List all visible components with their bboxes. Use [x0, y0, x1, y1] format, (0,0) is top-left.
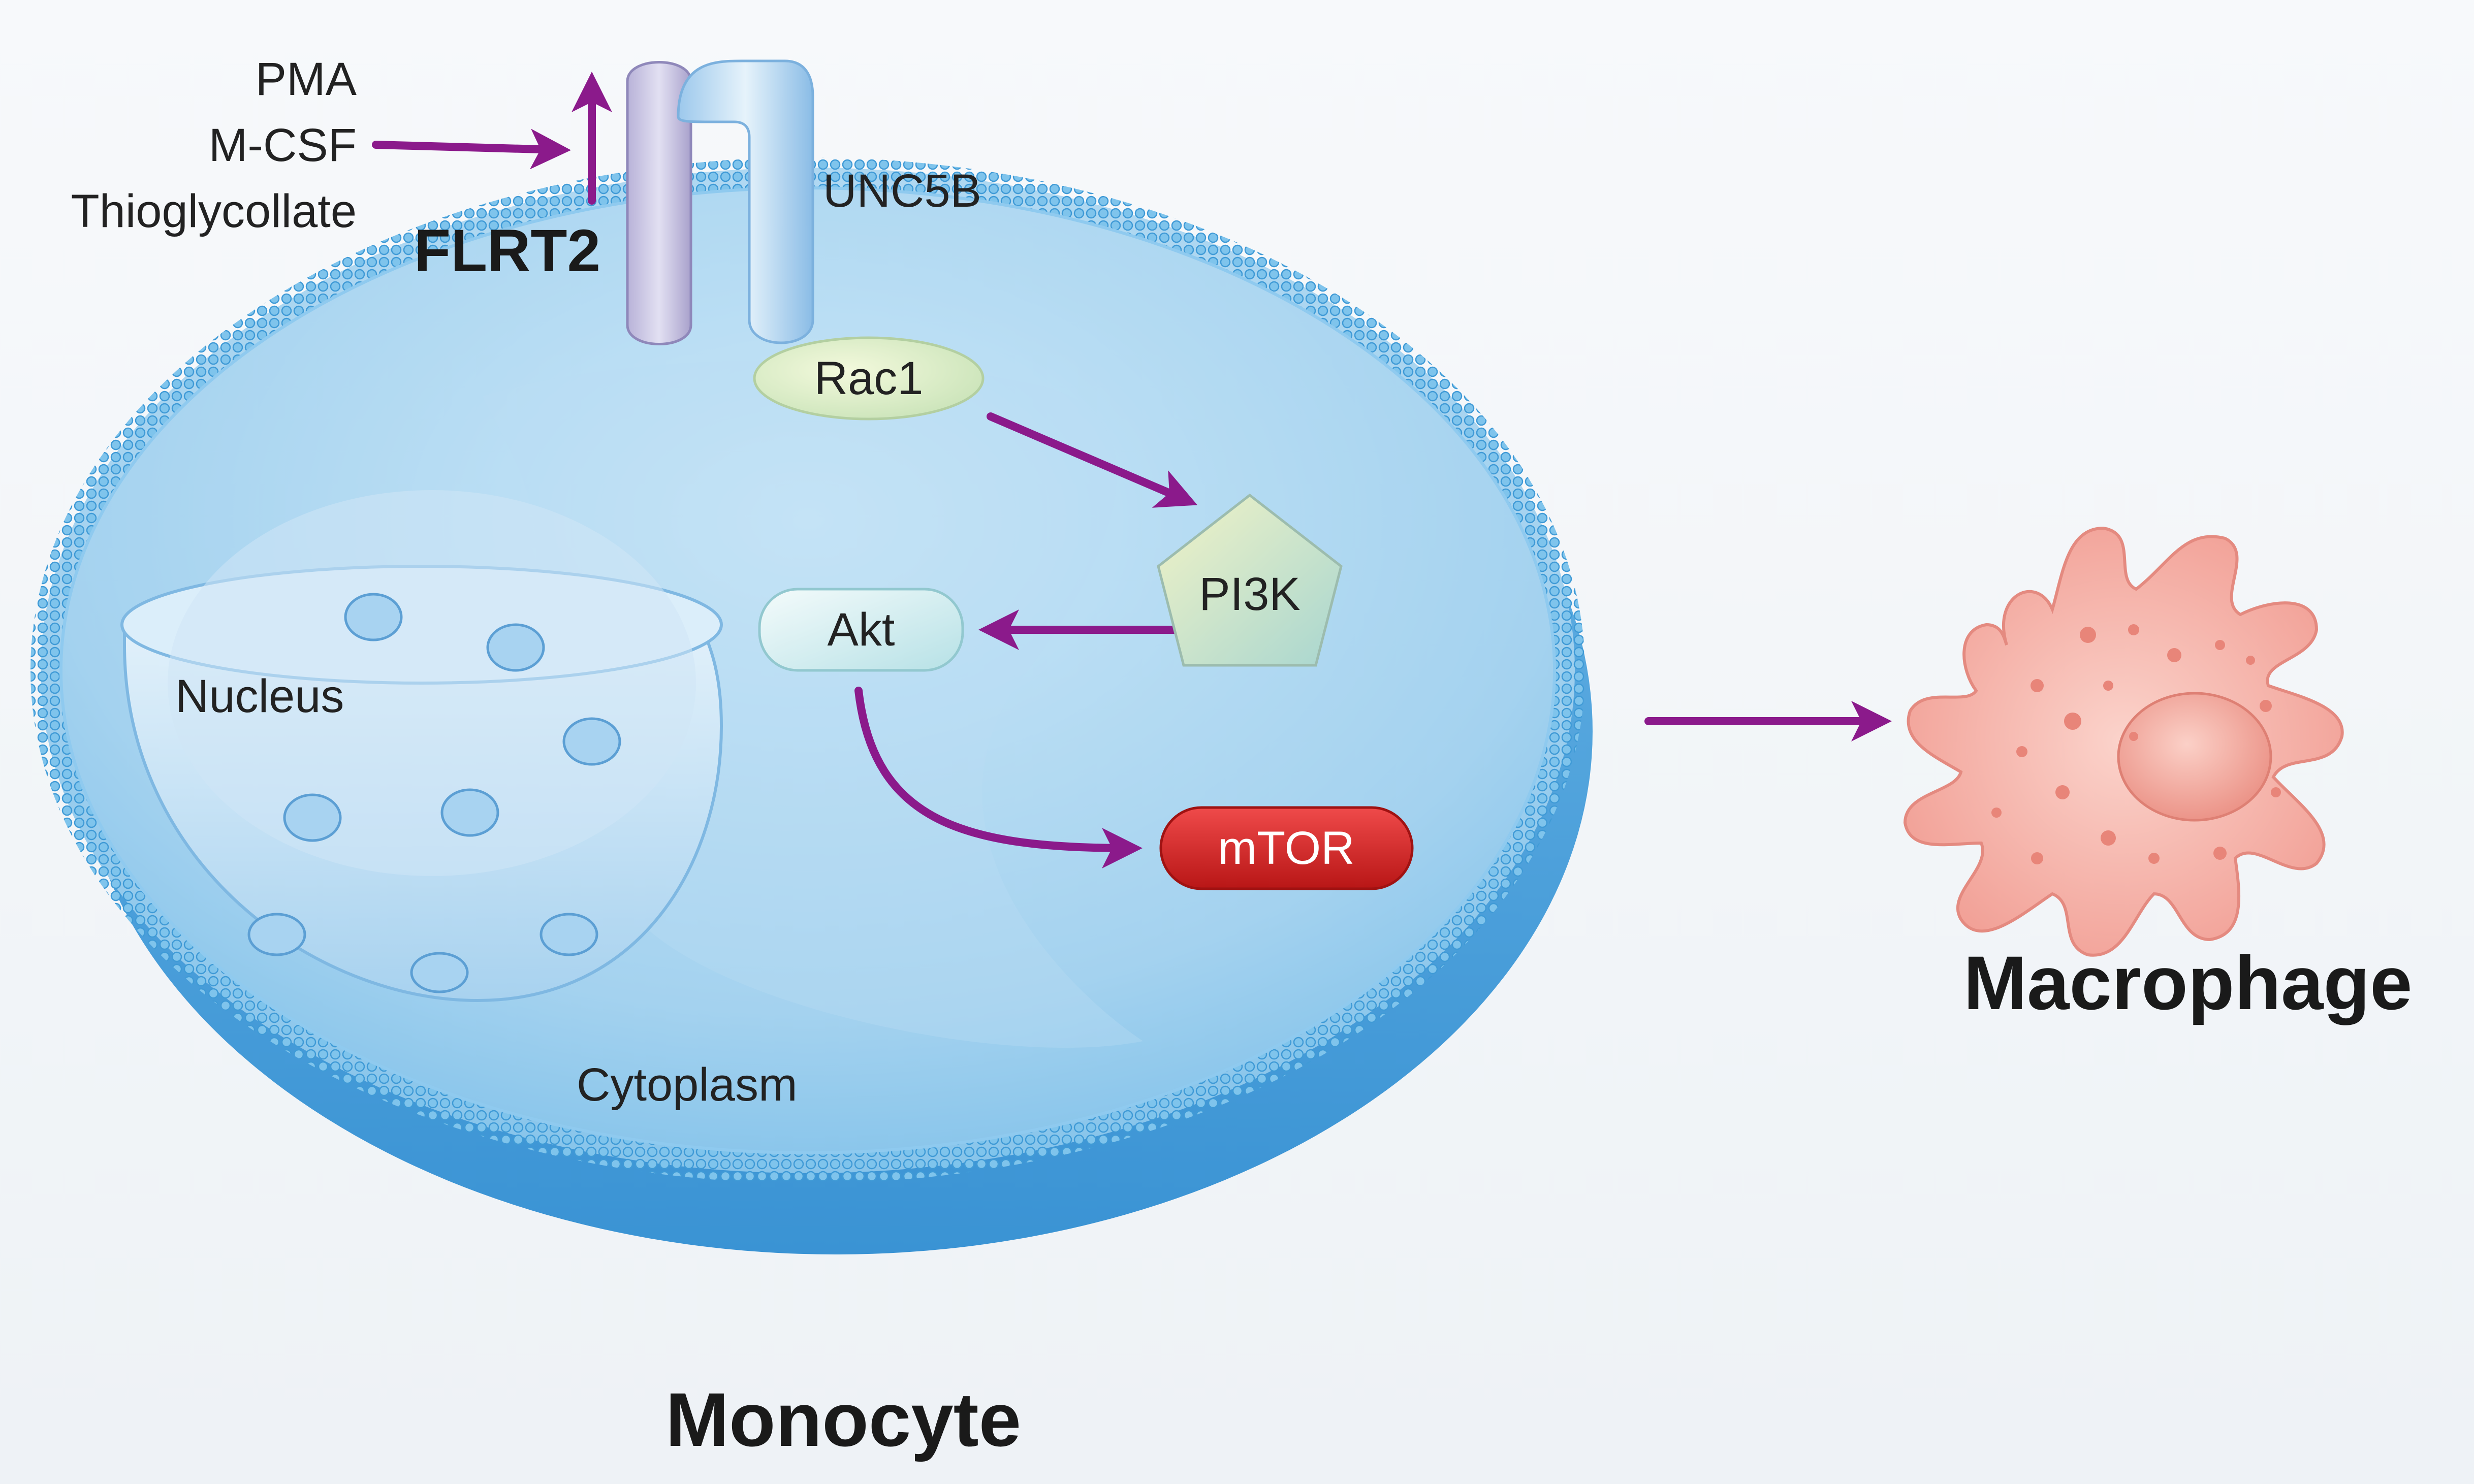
- pi3k-node: [1157, 493, 1343, 667]
- macrophage-cell: [1903, 526, 2344, 957]
- flrt2-label: FLRT2: [414, 217, 601, 284]
- nuclear-pore: [486, 623, 545, 672]
- mtor-label: mTOR: [1218, 822, 1355, 874]
- akt-node: [758, 588, 964, 672]
- macrophage-label: Macrophage: [1963, 940, 2413, 1025]
- rac1-node: [753, 336, 985, 421]
- nucleus: [120, 490, 723, 1003]
- macrophage-nucleus: [2117, 692, 2272, 822]
- unc5b-receptor: [677, 59, 814, 344]
- flrt2-receptor: [626, 61, 692, 345]
- pi3k-label: PI3K: [1199, 568, 1301, 620]
- cytoplasm-label: Cytoplasm: [577, 1059, 798, 1111]
- monocyte-label: Monocyte: [665, 1377, 1022, 1462]
- arrow-akt-to-mtor: [854, 687, 1143, 868]
- arrow-stimuli-to-flrt2: [372, 128, 571, 170]
- unc5b-label: UNC5B: [823, 165, 981, 217]
- arrow-rac1-to-pi3k: [987, 412, 1198, 508]
- nucleus-label: Nucleus: [175, 670, 344, 722]
- akt-label: Akt: [827, 604, 895, 656]
- nuclear-pore: [410, 952, 469, 993]
- mtor-node: [1159, 806, 1414, 890]
- stimulus-pma: PMA: [255, 53, 357, 105]
- nuclear-pore: [540, 913, 598, 956]
- nuclear-pore: [562, 717, 621, 766]
- stimulus-mcsf: M-CSF: [208, 119, 357, 171]
- nuclear-pore: [344, 593, 403, 641]
- nuclear-pore: [283, 793, 342, 842]
- nuclear-pore: [440, 788, 499, 837]
- pathway-arrows: [372, 72, 1892, 868]
- nuclear-pore: [247, 913, 306, 956]
- rac1-label: Rac1: [814, 352, 924, 404]
- stimulus-thioglycollate: Thioglycollate: [71, 185, 357, 237]
